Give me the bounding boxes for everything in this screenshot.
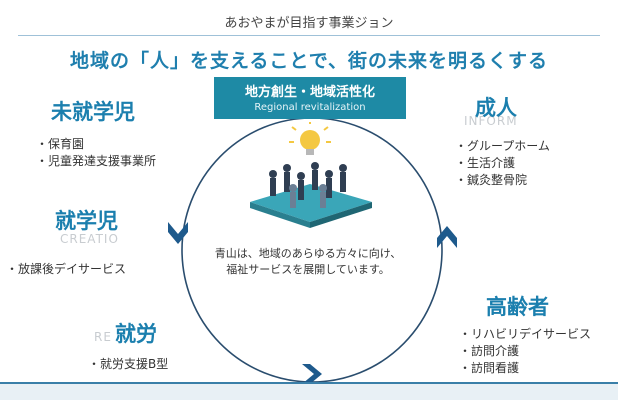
- segment-adult-ghost: INFORM: [464, 114, 518, 128]
- list-item: 放課後デイサービス: [6, 261, 126, 278]
- list-item: 就労支援B型: [88, 356, 168, 373]
- arrow-bottom-icon: [302, 364, 322, 384]
- lightbulb-icon: [289, 122, 331, 155]
- list-item: 訪問看護: [459, 360, 591, 377]
- segment-work-heading: 就労: [115, 322, 157, 346]
- segment-adult-heading: 成人: [475, 96, 517, 120]
- list-item: 児童発達支援事業所: [36, 153, 156, 170]
- title-divider: [18, 35, 600, 36]
- segment-adult-list: グループホーム 生活介護 鍼灸整骨院: [455, 138, 550, 189]
- segment-school-ghost: CREATIO: [60, 232, 119, 246]
- segment-elderly-heading: 高齢者: [486, 295, 549, 319]
- headline: 地域の「人」を支えることで、街の未来を明るくする: [69, 50, 549, 72]
- platform: [250, 184, 372, 228]
- people-illustration: [250, 122, 372, 228]
- list-item: 訪問介護: [459, 343, 591, 360]
- banner-title: 地方創生・地域活性化: [244, 85, 375, 100]
- arrow-right-icon: [437, 226, 457, 248]
- list-item: グループホーム: [455, 138, 550, 155]
- arrow-left-icon: [168, 222, 188, 244]
- segment-work-list: 就労支援B型: [88, 356, 168, 373]
- segment-school-heading: 就学児: [55, 209, 118, 233]
- list-item: 鍼灸整骨院: [455, 172, 550, 189]
- center-message-line1: 青山は、地域のあらゆる方々に向け、: [214, 247, 402, 260]
- center-message-line2: 福祉サービスを展開しています。: [226, 263, 390, 276]
- center-banner: 地方創生・地域活性化 Regional revitalization: [214, 77, 406, 119]
- segment-preschool-heading: 未就学児: [51, 100, 135, 124]
- people-group: [269, 162, 347, 208]
- segment-preschool-list: 保育園 児童発達支援事業所: [36, 136, 156, 170]
- list-item: リハビリデイサービス: [459, 326, 591, 343]
- list-item: 生活介護: [455, 155, 550, 172]
- segment-work-ghost: RE: [94, 330, 112, 344]
- center-message: 青山は、地域のあらゆる方々に向け、 福祉サービスを展開しています。: [205, 246, 411, 278]
- segment-elderly-list: リハビリデイサービス 訪問介護 訪問看護: [459, 326, 591, 377]
- segment-school-list: 放課後デイサービス: [6, 261, 126, 278]
- list-item: 保育園: [36, 136, 156, 153]
- banner-subtitle: Regional revitalization: [254, 102, 366, 113]
- diagram-title: あおやまが目指す事業ジョン: [224, 16, 394, 31]
- bottom-bar: [0, 382, 618, 400]
